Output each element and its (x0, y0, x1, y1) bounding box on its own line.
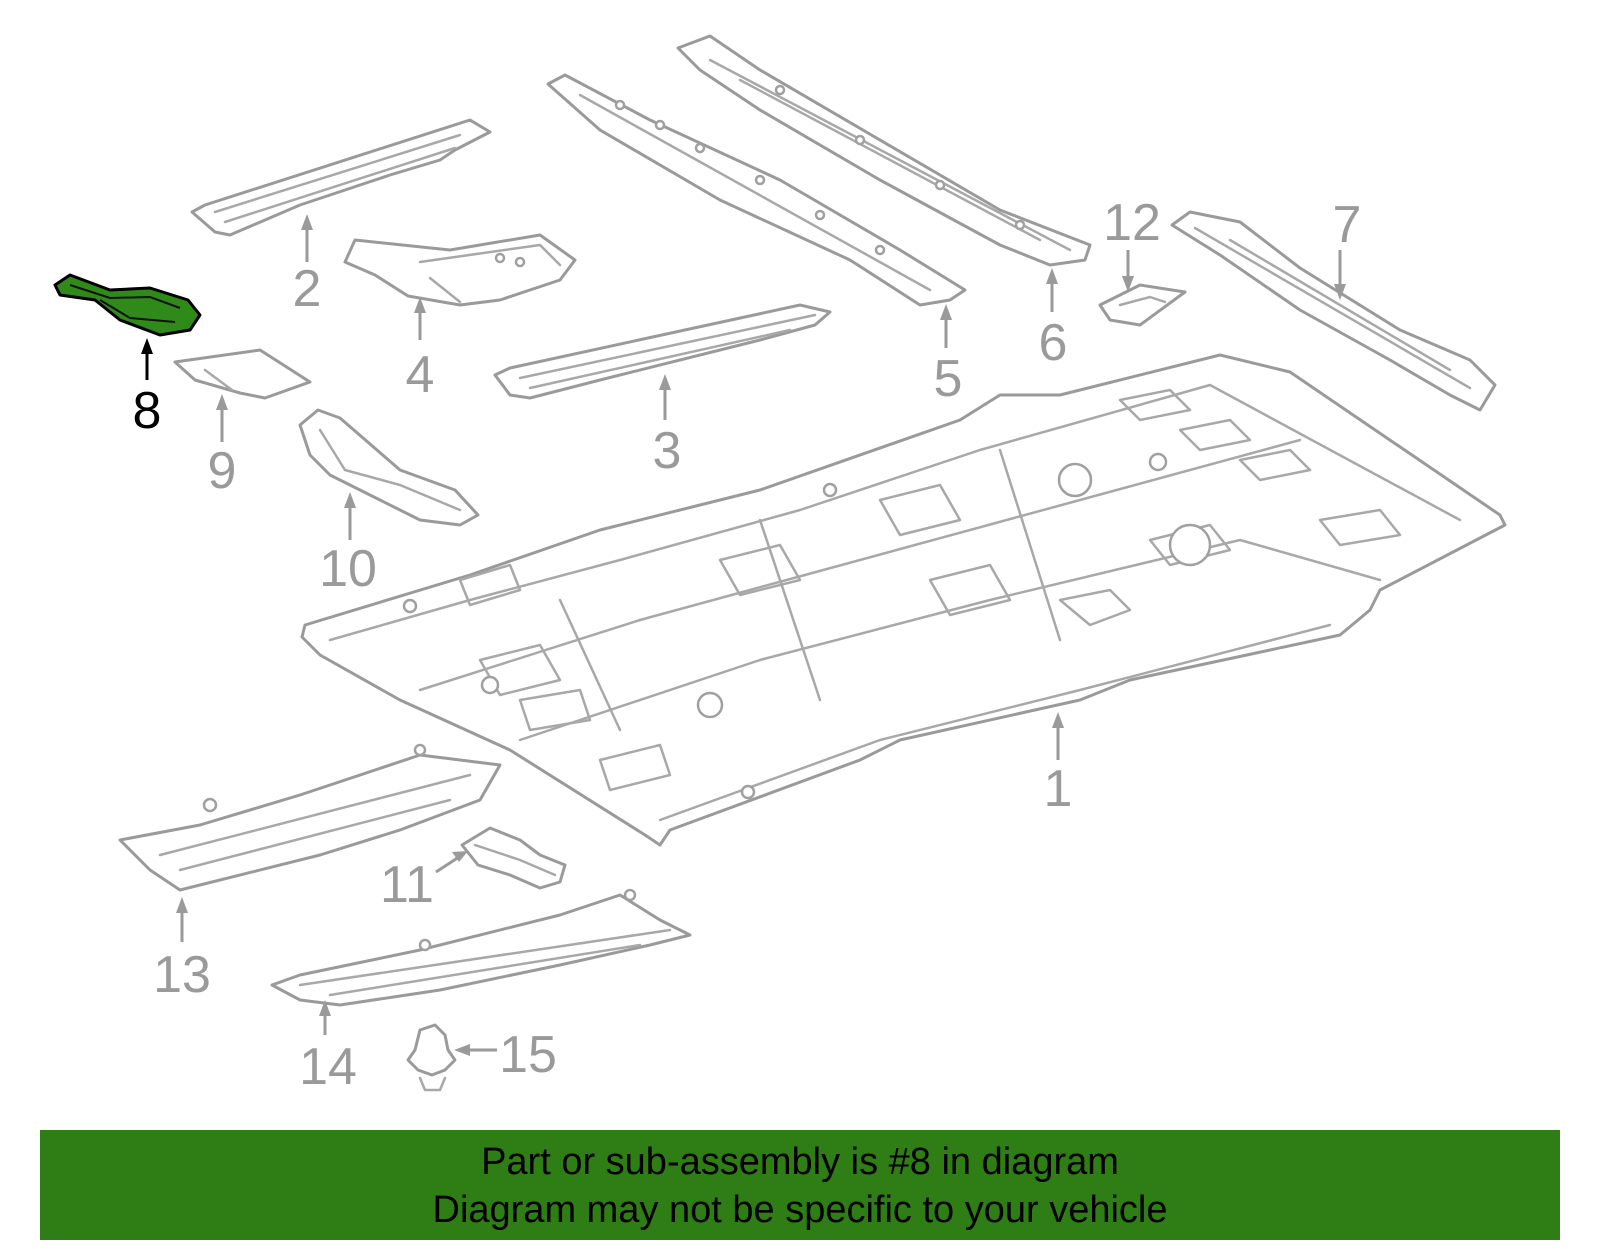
callout-12: 12 (1103, 194, 1161, 252)
callout-10: 10 (319, 540, 377, 598)
callout-3: 3 (653, 422, 682, 480)
part-4-bracket[interactable] (343, 233, 577, 307)
part-6-side-rail[interactable] (676, 34, 1092, 267)
banner-line-2: Diagram may not be specific to your vehi… (432, 1189, 1168, 1231)
callout-7: 7 (1333, 196, 1362, 254)
info-banner: Part or sub-assembly is #8 in diagram Di… (40, 1130, 1560, 1240)
part-12-plate[interactable] (1098, 283, 1187, 327)
callout-1: 1 (1044, 760, 1073, 818)
callout-arrows (141, 214, 1346, 1056)
callout-11: 11 (380, 856, 434, 914)
callout-6: 6 (1039, 314, 1068, 372)
callout-5: 5 (934, 350, 963, 408)
part-2-cross-member[interactable] (190, 118, 492, 237)
part-14-under-cover[interactable] (270, 888, 692, 1007)
callout-13: 13 (153, 946, 211, 1004)
part-9-plate[interactable] (173, 348, 312, 400)
callout-15: 15 (499, 1026, 557, 1084)
callout-labels: 1 2 3 4 5 6 7 8 9 10 11 12 13 14 15 (133, 194, 1362, 1096)
callout-9: 9 (208, 442, 237, 500)
callout-2: 2 (293, 260, 322, 318)
part-7-rear-rail[interactable] (1170, 210, 1497, 412)
part-11-bracket[interactable] (460, 826, 567, 890)
callout-14: 14 (299, 1038, 357, 1096)
part-15-clip[interactable] (406, 1023, 457, 1092)
part-10-bracket[interactable] (298, 408, 480, 527)
banner-line-1: Part or sub-assembly is #8 in diagram (481, 1141, 1119, 1183)
part-13-under-cover[interactable] (118, 743, 502, 892)
part-3-cross-member[interactable] (493, 303, 832, 400)
parts-diagram: 1 2 3 4 5 6 7 8 9 10 11 12 13 14 15 (53, 34, 1507, 1096)
callout-8: 8 (133, 382, 162, 440)
callout-4: 4 (406, 346, 435, 404)
part-8-highlighted[interactable] (53, 273, 202, 337)
part-1-floor-pan[interactable] (300, 353, 1507, 847)
part-5-side-rail[interactable] (546, 73, 967, 307)
